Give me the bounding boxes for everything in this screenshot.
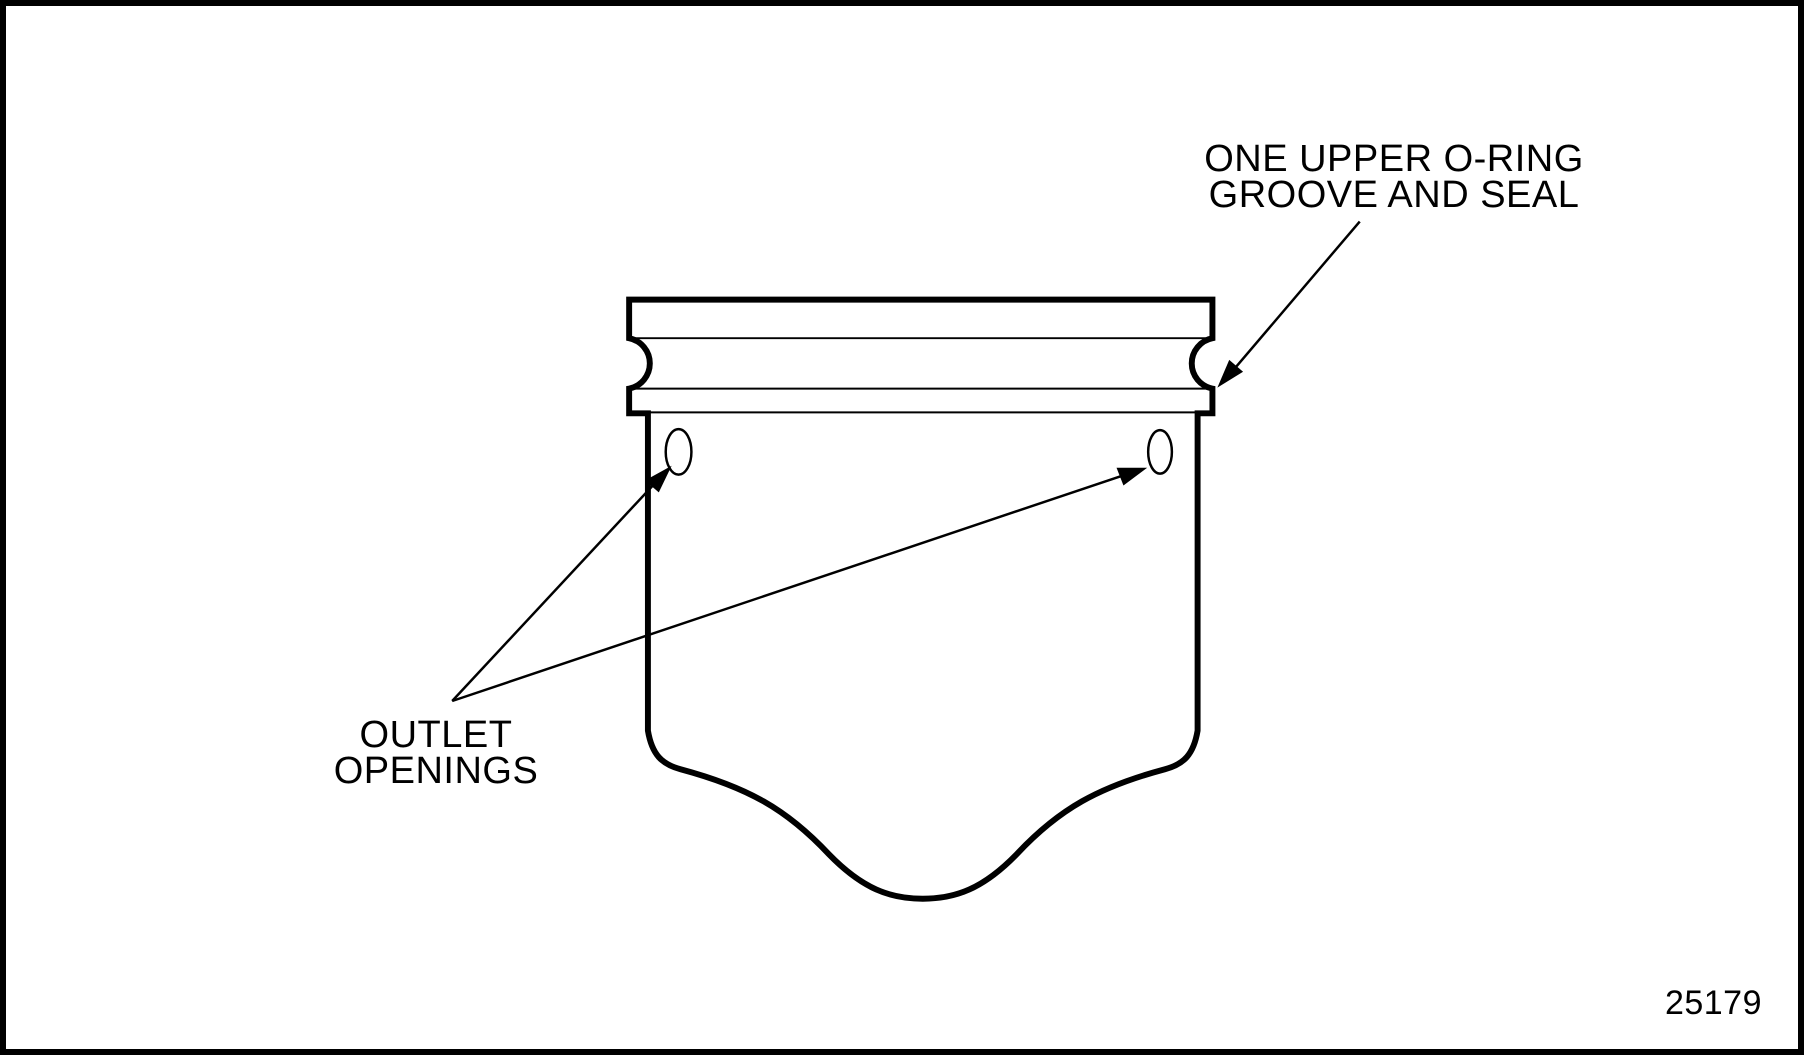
outlet-arrowhead-right-icon [1116, 467, 1148, 486]
outlet-callout-label: OUTLET OPENINGS [333, 714, 539, 792]
outlet-opening-right [1146, 428, 1174, 475]
outlet-arrowhead-left-icon [644, 465, 672, 493]
oring-arrowhead-icon [1217, 359, 1244, 388]
outlet-leader-arrow-right [451, 467, 1148, 703]
outlet-leader-line-right [451, 469, 1138, 703]
outlet-opening-left [664, 427, 693, 476]
oring-callout-line2: GROOVE AND SEAL [1208, 174, 1580, 216]
outlet-callout-line1: OUTLET [359, 714, 513, 756]
oring-leader-arrow [1217, 220, 1361, 388]
outlet-leader-line-left [451, 470, 667, 702]
outlet-callout-line2: OPENINGS [333, 750, 539, 792]
outlet-leader-arrow-left [451, 465, 672, 702]
part-diagram [451, 220, 1361, 902]
oring-leader-line [1223, 220, 1361, 382]
oring-callout-label: ONE UPPER O-RING GROOVE AND SEAL [1204, 138, 1584, 216]
figure-number: 25179 [1664, 984, 1762, 1022]
oring-callout-line1: ONE UPPER O-RING [1204, 138, 1584, 180]
